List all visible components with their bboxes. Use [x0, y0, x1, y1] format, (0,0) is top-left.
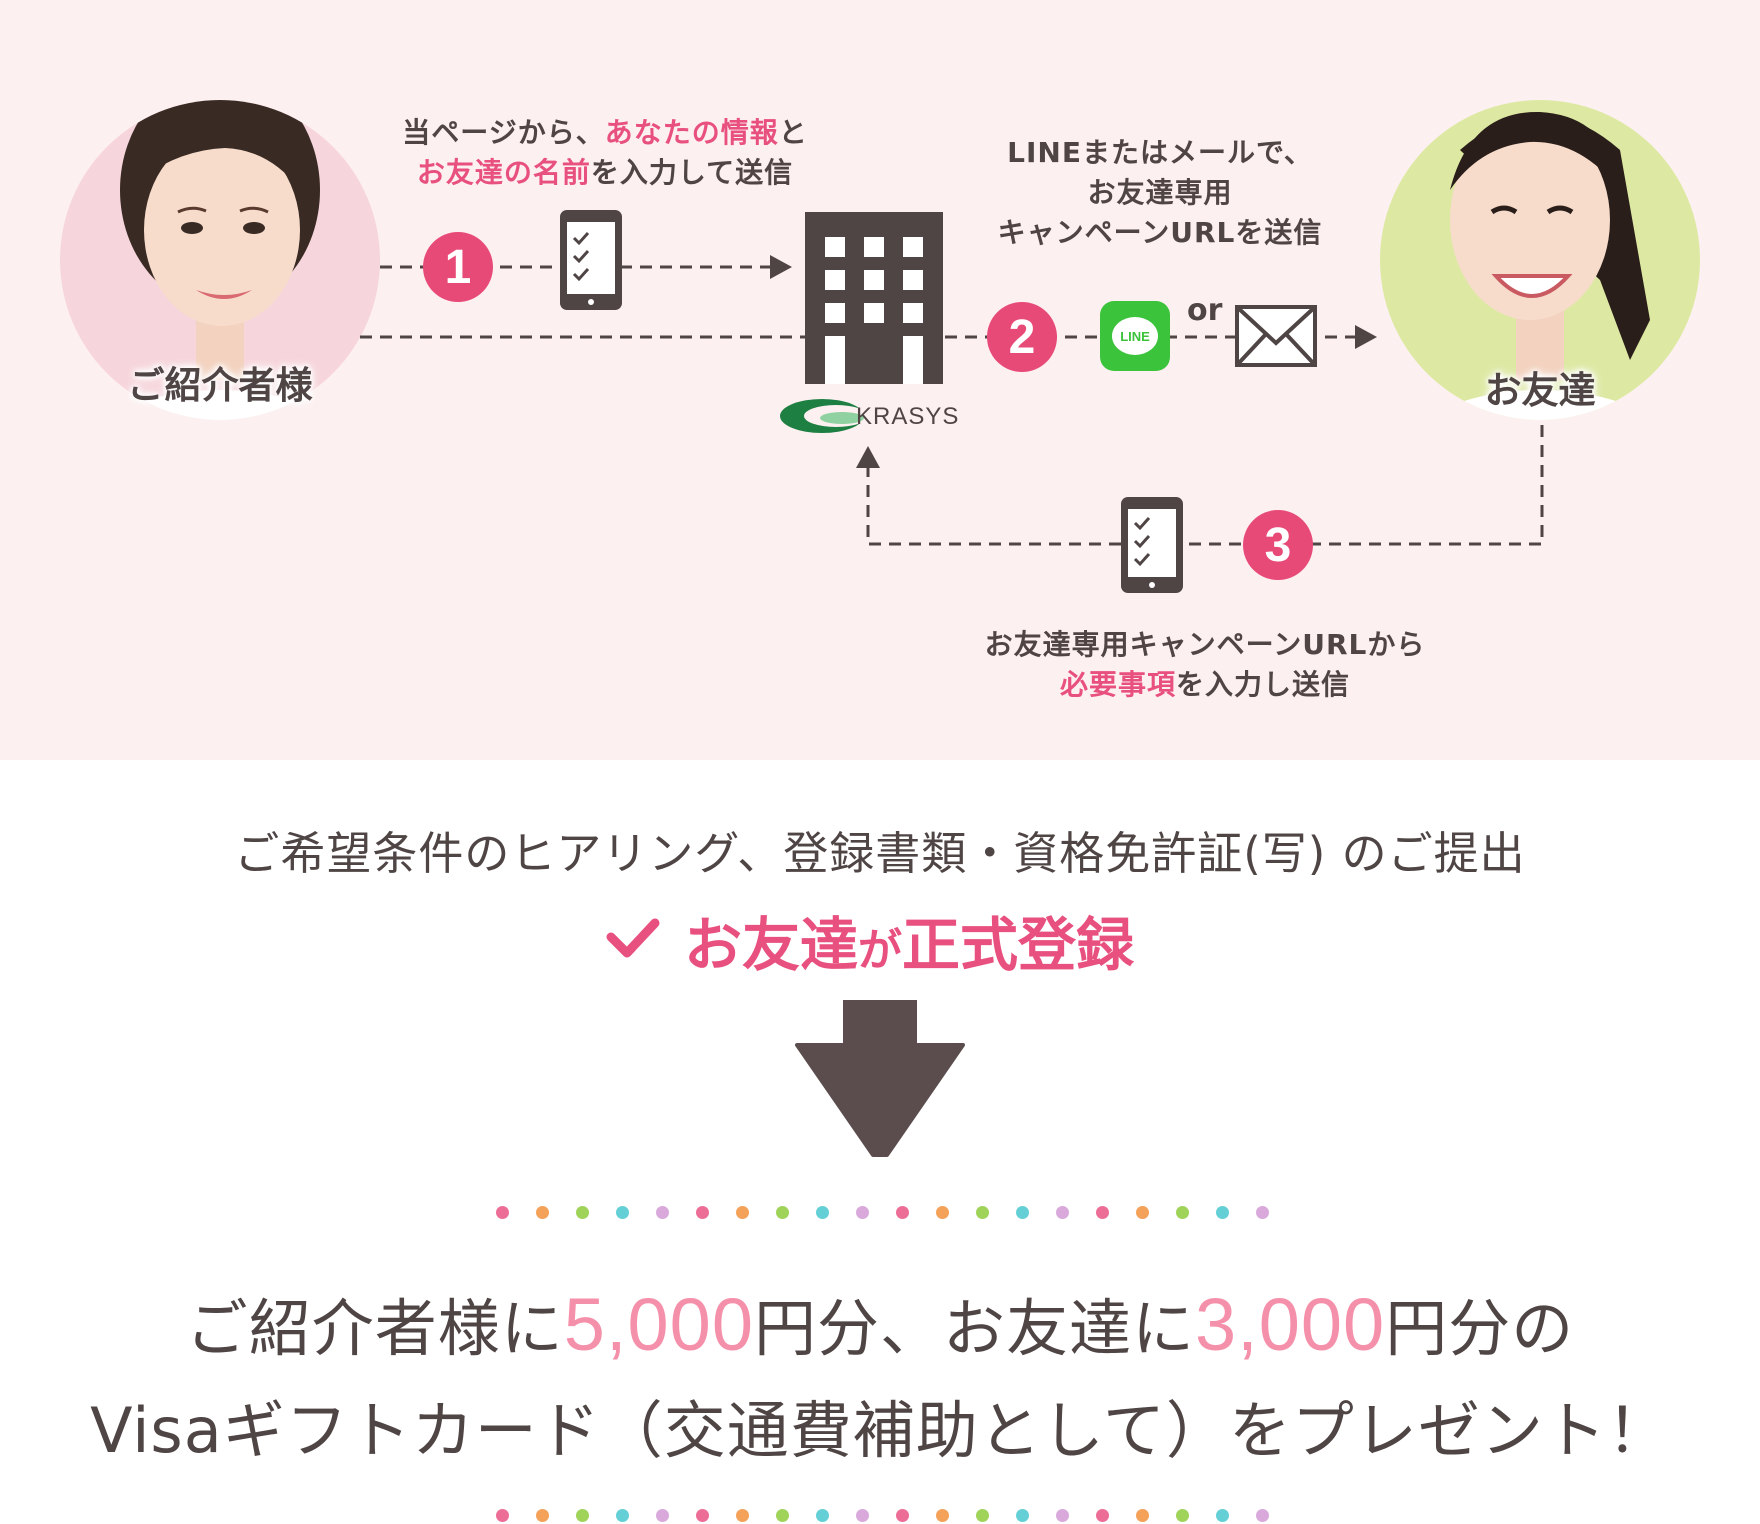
step-2-caption: LINEまたはメールで、 お友達専用 キャンペーンURLを送信	[960, 133, 1360, 253]
decorative-dot	[936, 1509, 949, 1522]
decorative-dot	[856, 1206, 869, 1219]
smartphone-checklist-icon	[1121, 497, 1183, 593]
decorative-dot	[1016, 1206, 1029, 1219]
line-app-icon: LINE	[1100, 301, 1170, 371]
decorative-dot	[536, 1206, 549, 1219]
decorative-dot	[1136, 1509, 1149, 1522]
present-text: 円分、お友達に	[753, 1292, 1195, 1365]
decorative-dot	[496, 1206, 509, 1219]
check-icon	[606, 918, 660, 958]
decorative-dot	[1096, 1509, 1109, 1522]
step-3-caption-line1: お友達専用キャンペーンURLから	[984, 628, 1426, 661]
decorative-dot	[976, 1206, 989, 1219]
present-text: 円分の	[1385, 1292, 1575, 1365]
hearing-text: ご希望条件のヒアリング、登録書類・資格免許証(写) のご提出	[234, 827, 1526, 880]
step-1-caption-line2: お友達の名前を入力して送信	[370, 153, 840, 193]
step-3-badge: 3	[1243, 510, 1313, 580]
caption-highlight: 必要事項	[1059, 668, 1176, 701]
decorative-dot	[576, 1509, 589, 1522]
company-logo-text: KRASYS	[856, 403, 960, 430]
decorative-dot	[1216, 1509, 1229, 1522]
step-2-caption-line3: キャンペーンURLを送信	[997, 216, 1323, 249]
step-3-caption-line2: 必要事項を入力し送信	[945, 665, 1465, 705]
or-label: or	[1187, 293, 1223, 328]
registered-text: お友達が正式登録	[684, 898, 1134, 982]
decorative-dot	[776, 1509, 789, 1522]
decorative-dot	[736, 1509, 749, 1522]
decorative-dot	[1056, 1509, 1069, 1522]
decorative-dot	[736, 1206, 749, 1219]
line-icon-label: LINE	[1112, 317, 1158, 355]
decorative-dot	[1056, 1206, 1069, 1219]
step-3-caption: お友達専用キャンペーンURLから 必要事項を入力し送信	[945, 625, 1465, 705]
decorative-dot	[1176, 1509, 1189, 1522]
friend-avatar	[1380, 100, 1700, 420]
caption-text: と	[778, 116, 808, 149]
friend-label: お友達	[1484, 369, 1596, 412]
decorative-dot	[656, 1206, 669, 1219]
friend-amount: 3,000	[1195, 1283, 1386, 1366]
decorative-dot	[816, 1206, 829, 1219]
registered-particle: が	[858, 925, 903, 976]
decorative-dot	[776, 1206, 789, 1219]
caption-highlight: お友達の名前	[416, 156, 591, 189]
decorative-dot	[936, 1206, 949, 1219]
decorative-dot	[696, 1509, 709, 1522]
decorative-dot	[1096, 1206, 1109, 1219]
krasys-logo-mark	[780, 399, 868, 433]
decorative-dot	[1136, 1206, 1149, 1219]
mail-envelope-icon	[1235, 305, 1317, 367]
caption-text: を入力し送信	[1176, 668, 1351, 701]
step-1-caption: 当ページから、あなたの情報と お友達の名前を入力して送信	[370, 113, 840, 193]
step-2-badge: 2	[987, 302, 1057, 372]
decorative-dot	[696, 1206, 709, 1219]
caption-text: 当ページから、	[402, 116, 605, 149]
referrer-avatar	[60, 100, 380, 420]
smartphone-checklist-icon	[560, 210, 622, 310]
decorative-dot	[1256, 1206, 1269, 1219]
decorative-dot	[896, 1509, 909, 1522]
step-1-caption-line1: 当ページから、あなたの情報と	[370, 113, 840, 153]
decorative-dot	[656, 1509, 669, 1522]
building-icon	[805, 212, 943, 384]
referrer-label: ご紹介者様	[127, 364, 313, 407]
decorative-dot	[496, 1509, 509, 1522]
decorative-dot	[1256, 1509, 1269, 1522]
decorative-dot	[576, 1206, 589, 1219]
referrer-amount: 5,000	[563, 1283, 754, 1366]
registered-post: 正式登録	[902, 911, 1135, 979]
step-1-badge: 1	[423, 232, 493, 302]
decorative-dot	[1016, 1509, 1029, 1522]
decorative-dot	[896, 1206, 909, 1219]
decorative-dot	[1176, 1206, 1189, 1219]
decorative-dot	[536, 1509, 549, 1522]
decorative-dot	[616, 1509, 629, 1522]
down-arrow-icon	[795, 1000, 965, 1157]
registered-pre: お友達	[684, 911, 859, 979]
decorative-dot	[1216, 1206, 1229, 1219]
present-line-1: ご紹介者様に5,000円分、お友達に3,000円分の	[0, 1278, 1760, 1368]
decorative-dot	[816, 1509, 829, 1522]
present-text: ご紹介者様に	[185, 1292, 564, 1365]
present-line-2: Visaギフトカード（交通費補助として）をプレゼント！	[90, 1394, 1670, 1467]
decorative-dot	[616, 1206, 629, 1219]
step-2-caption-line1: LINEまたはメールで、	[1007, 136, 1313, 169]
caption-highlight: あなたの情報	[604, 116, 779, 149]
decorative-dot	[856, 1509, 869, 1522]
decorative-dot	[976, 1509, 989, 1522]
flow-diagram	[60, 100, 1700, 593]
caption-text: を入力して送信	[590, 156, 794, 189]
step-2-caption-line2: お友達専用	[1087, 176, 1233, 209]
